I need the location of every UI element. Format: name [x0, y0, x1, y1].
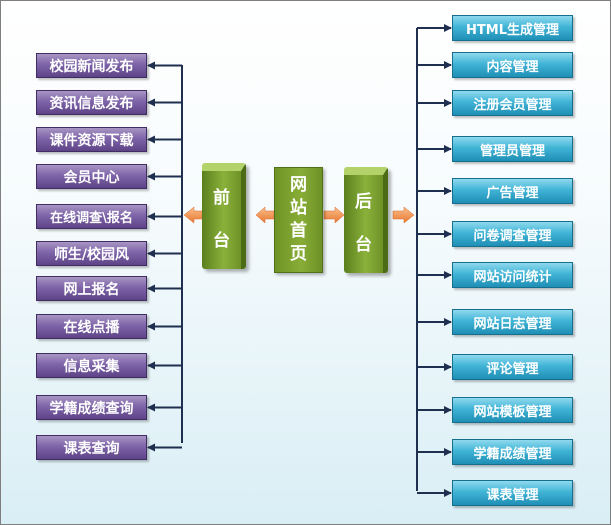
left-item-schedule-query[interactable]: 课表查询	[36, 435, 147, 460]
left-item-label: 在线调查\报名	[50, 211, 133, 226]
left-item-label: 信息采集	[63, 358, 120, 375]
right-item-templates[interactable]: 网站模板管理	[452, 397, 573, 423]
left-item-online-signup[interactable]: 网上报名	[36, 276, 147, 301]
right-item-html-gen[interactable]: HTML生成管理	[452, 15, 573, 41]
right-item-label: HTML生成管理	[466, 22, 559, 38]
left-item-label: 在线点播	[63, 319, 120, 336]
left-item-label: 校园新闻发布	[49, 58, 134, 75]
right-item-admin-admin[interactable]: 管理员管理	[452, 136, 573, 162]
right-item-member-admin[interactable]: 注册会员管理	[452, 90, 573, 116]
left-item-grade-query[interactable]: 学籍成绩查询	[36, 395, 147, 420]
right-item-label: 内容管理	[486, 59, 539, 75]
left-item-survey[interactable]: 在线调查\报名	[36, 204, 147, 229]
arrow-home-to-back	[323, 206, 345, 224]
right-item-comments[interactable]: 评论管理	[452, 354, 573, 380]
right-item-label: 网站日志管理	[473, 316, 552, 332]
right-item-label: 网站访问统计	[473, 269, 552, 285]
left-item-label: 网上报名	[63, 281, 120, 298]
home-char: 网	[290, 175, 307, 195]
right-item-label: 课表管理	[486, 487, 539, 503]
arrow-to-left-bus	[183, 206, 203, 224]
right-item-label: 问卷调查管理	[473, 228, 552, 244]
front-end-block[interactable]: 前 台	[202, 163, 246, 269]
right-item-label: 注册会员管理	[473, 97, 552, 113]
home-char: 站	[290, 198, 307, 218]
right-item-visit-stats[interactable]: 网站访问统计	[452, 262, 573, 288]
left-item-label: 课件资源下载	[49, 132, 134, 149]
left-item-label: 资讯信息发布	[49, 95, 134, 112]
left-item-news[interactable]: 校园新闻发布	[36, 53, 147, 78]
right-item-site-log[interactable]: 网站日志管理	[452, 309, 573, 335]
right-item-ads[interactable]: 广告管理	[452, 178, 573, 204]
right-item-label: 管理员管理	[479, 143, 545, 159]
right-item-label: 评论管理	[486, 361, 539, 377]
front-char: 前	[213, 188, 230, 208]
right-item-questionnaire[interactable]: 问卷调查管理	[452, 221, 573, 247]
left-item-member-center[interactable]: 会员中心	[36, 164, 147, 189]
left-item-label: 师生/校园风	[53, 246, 130, 263]
home-char: 首	[290, 221, 307, 241]
left-item-vod[interactable]: 在线点播	[36, 314, 147, 339]
right-item-label: 网站模板管理	[473, 404, 552, 420]
home-char: 页	[290, 244, 307, 264]
back-end-block[interactable]: 后 台	[344, 167, 388, 273]
homepage-block[interactable]: 网 站 首 页	[274, 167, 323, 273]
back-char: 台	[355, 235, 372, 255]
left-item-label: 学籍成绩查询	[49, 400, 134, 417]
left-item-campus-style[interactable]: 师生/校园风	[36, 241, 147, 266]
left-item-label: 会员中心	[63, 169, 120, 186]
right-item-schedule-admin[interactable]: 课表管理	[452, 480, 573, 506]
left-item-info[interactable]: 资讯信息发布	[36, 90, 147, 115]
right-connectors	[417, 24, 452, 497]
arrow-back-to-right-bus	[392, 206, 415, 224]
back-char: 后	[355, 192, 372, 212]
right-item-label: 广告管理	[486, 185, 539, 201]
left-connectors	[147, 61, 182, 452]
front-char: 台	[213, 231, 230, 251]
left-item-info-collect[interactable]: 信息采集	[36, 353, 147, 378]
right-item-content[interactable]: 内容管理	[452, 52, 573, 78]
left-item-label: 课表查询	[63, 440, 120, 457]
left-item-courseware[interactable]: 课件资源下载	[36, 127, 147, 152]
right-item-label: 学籍成绩管理	[473, 446, 552, 462]
arrow-home-to-front	[255, 206, 275, 224]
right-item-grade-admin[interactable]: 学籍成绩管理	[452, 439, 573, 465]
